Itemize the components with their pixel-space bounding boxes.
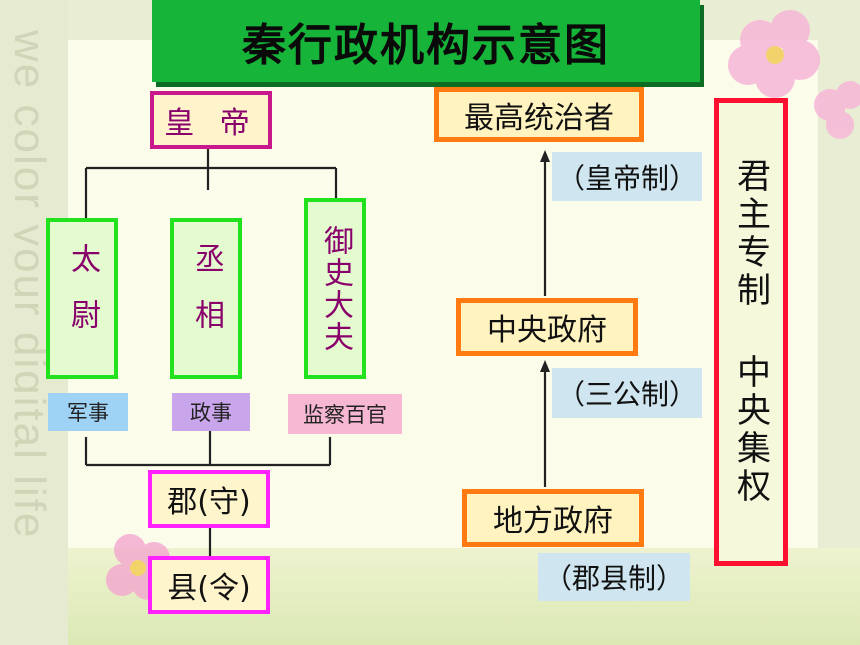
side-banner: 君主专制 中央集权 (714, 98, 788, 566)
flower-decor-icon (728, 10, 860, 139)
page-title: 秦行政机构示意图 (242, 20, 610, 71)
chengxiang-box: 丞相 (170, 218, 242, 379)
central-government-box: 中央政府 (456, 298, 638, 356)
emperor-system-label: （皇帝制） (552, 152, 702, 201)
supervision-label: 监察百官 (288, 394, 402, 434)
commandery-county-system-label: （郡县制） (538, 553, 690, 601)
taiwei-box: 太尉 (46, 218, 118, 379)
local-government-box: 地方政府 (462, 489, 644, 547)
yushidafu-box: 御史大夫 (304, 198, 366, 379)
emperor-box: 皇 帝 (150, 91, 272, 149)
supreme-ruler-box: 最高统治者 (434, 87, 644, 142)
military-label: 军事 (48, 393, 128, 431)
politics-label: 政事 (172, 393, 250, 431)
title-banner: 秦行政机构示意图 (152, 0, 700, 82)
three-lords-system-label: （三公制） (552, 368, 702, 418)
xian-box: 县(令) (148, 556, 270, 614)
jun-box: 郡(守) (148, 470, 270, 528)
